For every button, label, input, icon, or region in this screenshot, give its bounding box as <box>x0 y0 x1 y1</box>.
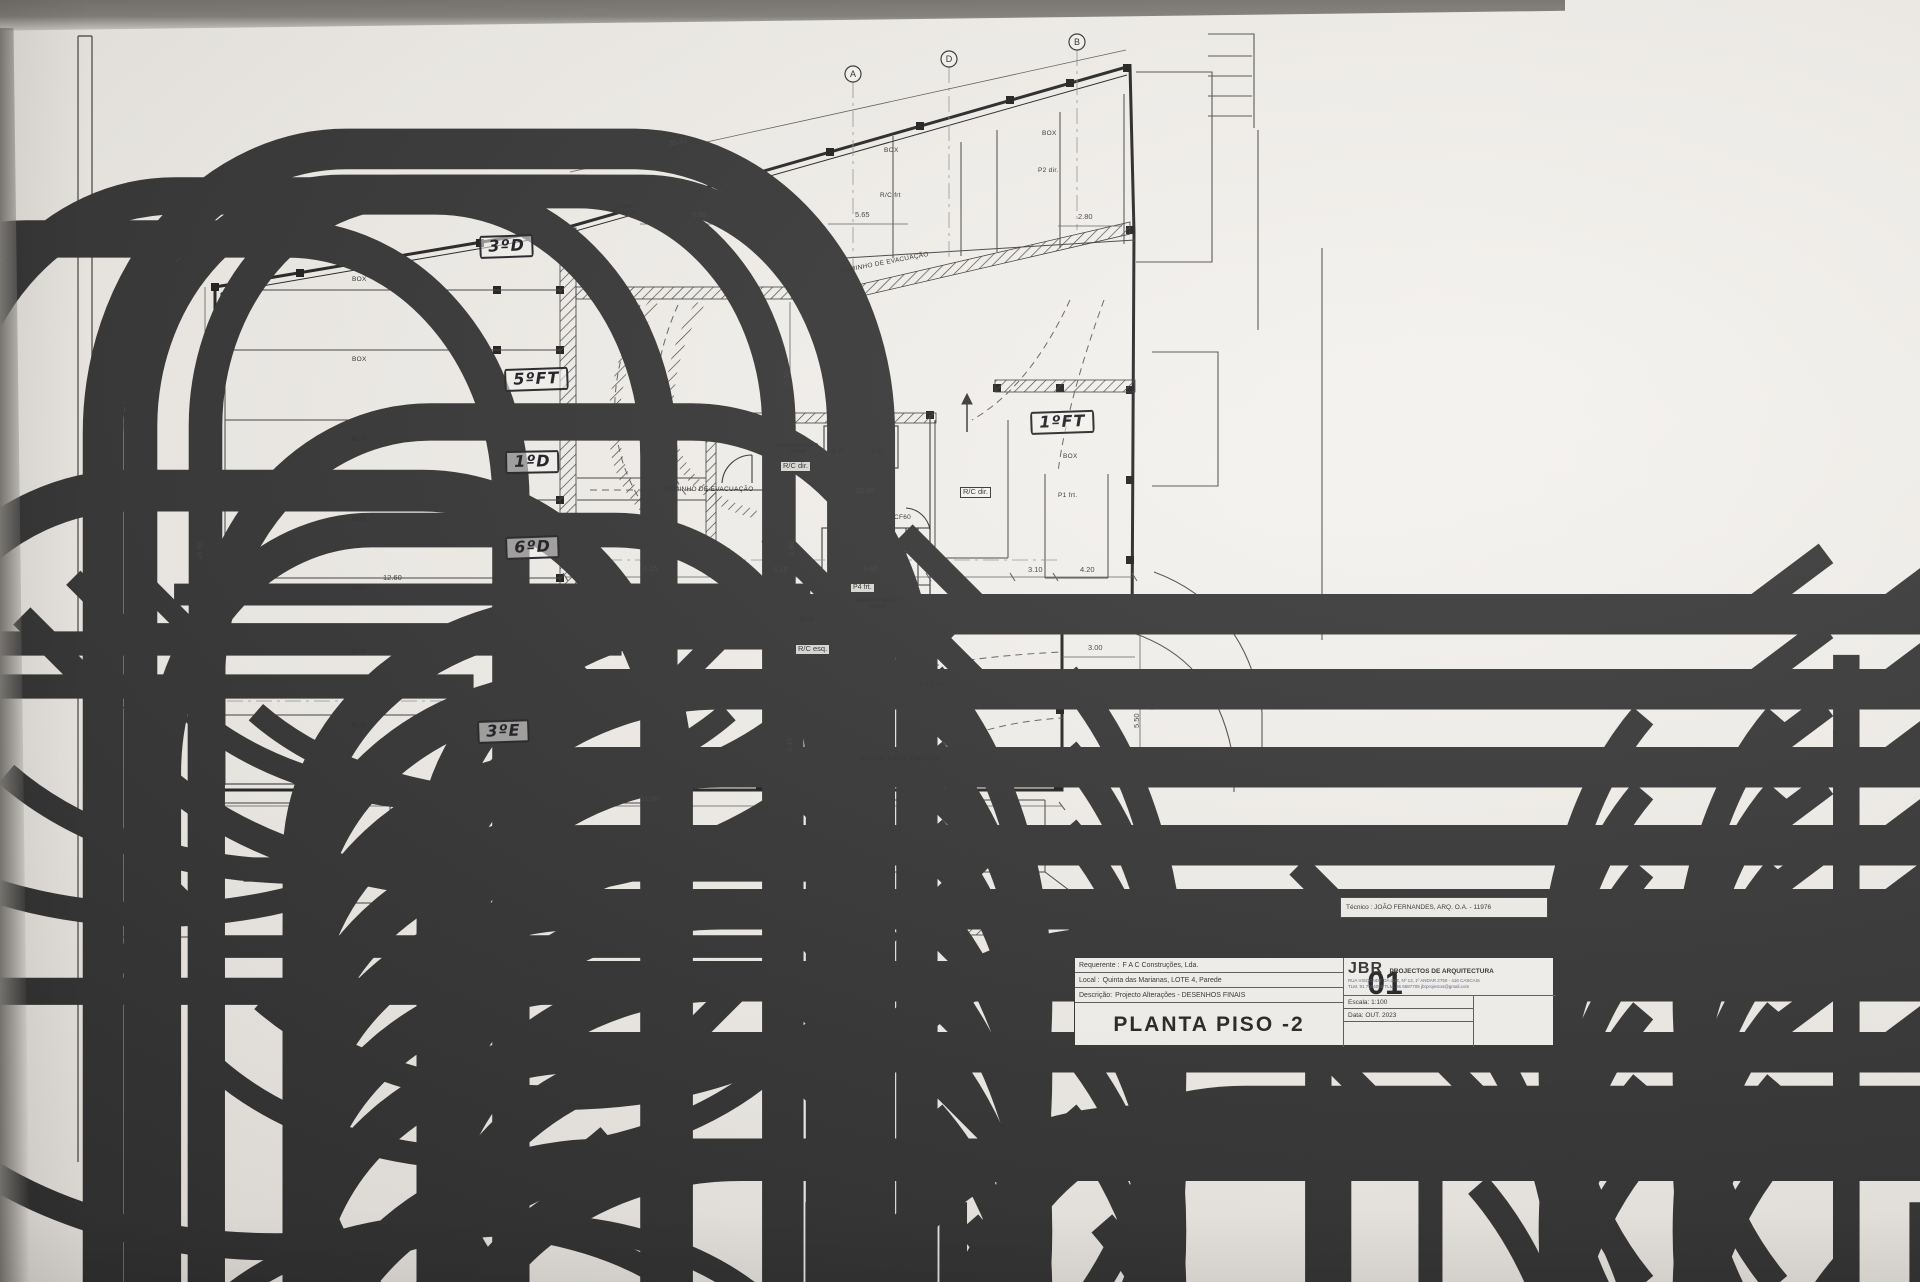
title-block: Requerente : F A C Construções, Lda. Loc… <box>1074 957 1556 1047</box>
brand-logo: JBR <box>1348 960 1384 977</box>
requerente-label: Requerente : <box>1079 961 1120 969</box>
brand-block: JBR PROJECTOS DE ARQUITECTURA RUA VISCON… <box>1344 958 1556 996</box>
tecnico-text: Técnico : JOÃO FERNANDES, ARQ. O.A. - 11… <box>1346 904 1492 911</box>
requerente-row: Requerente : F A C Construções, Lda. <box>1075 958 1343 973</box>
hole-punch-mark <box>1756 30 1782 45</box>
descricao-row: Descrição: Projecto Alterações - DESENHO… <box>1075 988 1343 1003</box>
local-label: Local : <box>1079 976 1100 984</box>
local-value: Quinta das Marianas, LOTE 4, Parede <box>1102 976 1222 984</box>
title-block-right: JBR PROJECTOS DE ARQUITECTURA RUA VISCON… <box>1343 958 1556 1047</box>
drawing-title: PLANTA PISO -2 <box>1113 1013 1305 1036</box>
descricao-value: Projecto Alterações - DESENHOS FINAIS <box>1115 991 1246 999</box>
brand-subtitle: PROJECTOS DE ARQUITECTURA <box>1389 968 1494 975</box>
brand-address-2: TLM. 91 7504055 TLM. 96 5587705 jbrproje… <box>1348 983 1470 989</box>
descricao-label: Descrição: <box>1079 991 1113 999</box>
tecnico-strip: Técnico : JOÃO FERNANDES, ARQ. O.A. - 11… <box>1340 897 1548 918</box>
marker-b: B <box>1074 37 1080 47</box>
data-cell: Data: OUT. 2023 <box>1344 1009 1474 1022</box>
marker-d: D <box>946 54 953 64</box>
brand-address-1: RUA VISCONDE DA LUZ, Nº 13, 1º ANDAR 275… <box>1348 978 1480 983</box>
escala-cell: Escala: 1:100 <box>1344 996 1474 1009</box>
ramp-direction-arrow <box>961 392 973 432</box>
requerente-value: F A C Construções, Lda. <box>1122 961 1199 969</box>
local-row: Local : Quinta das Marianas, LOTE 4, Par… <box>1075 973 1343 988</box>
empty-cell <box>1344 1022 1474 1047</box>
marker-a: A <box>850 69 856 79</box>
